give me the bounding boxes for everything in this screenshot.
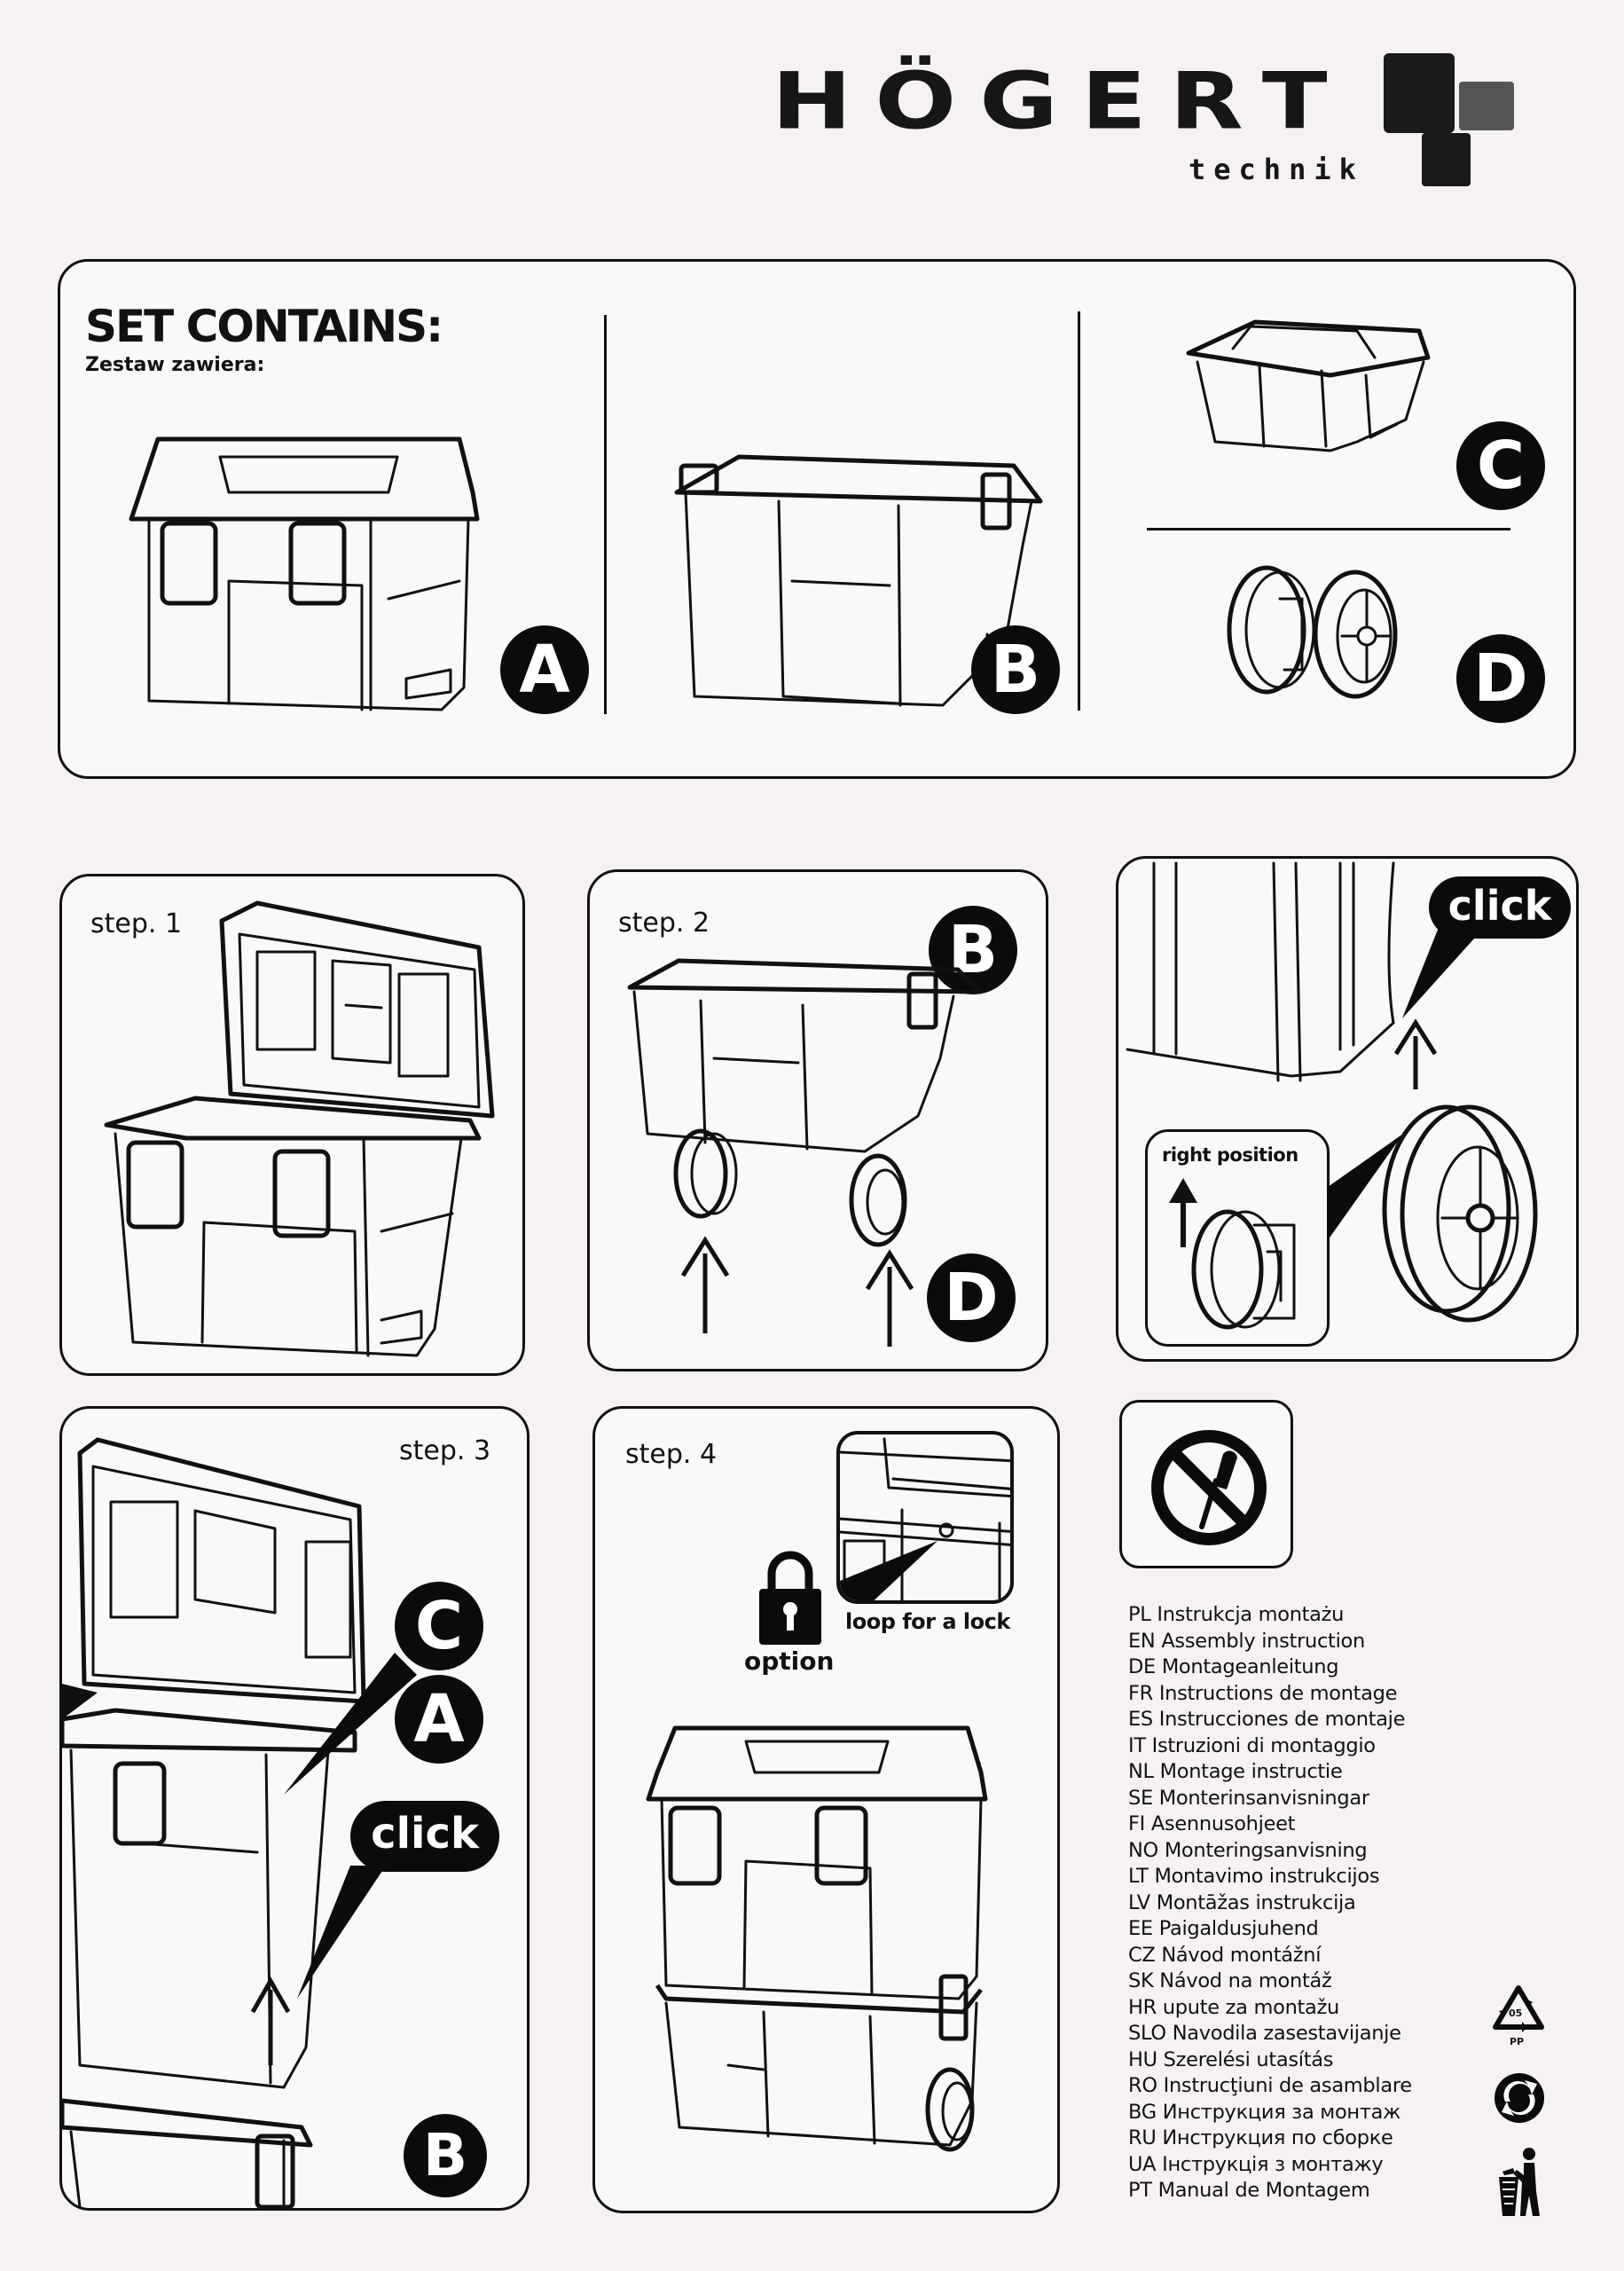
language-item: ES Instrucciones de montaje (1128, 1708, 1406, 1731)
part-badge-b: B (971, 625, 1060, 714)
wheels-d-illustration (1227, 565, 1398, 699)
lock-loop-detail (836, 1431, 1014, 1604)
open-toolbox-illustration (104, 900, 495, 1357)
part-badge-d: D (1456, 634, 1545, 723)
recycle-code: 05 (1509, 2008, 1523, 2019)
no-tools-icon (1151, 1430, 1267, 1545)
language-item: EE Paigaldusjuhend (1128, 1917, 1319, 1940)
language-item: FR Instructions de montage (1128, 1681, 1398, 1705)
divider (1078, 311, 1080, 711)
step-4-panel: step. 4 option loop for a lock (592, 1406, 1060, 2213)
arrow-up-icon (865, 1249, 914, 1347)
language-item: HR upute za montažu (1128, 1995, 1340, 2019)
right-position-inset: right position (1145, 1129, 1330, 1347)
part-badge-a: A (500, 625, 589, 714)
step-3-label: step. 3 (399, 1435, 491, 1466)
assembly-illustration (59, 1437, 366, 2210)
language-item: NO Monteringsanvisning (1128, 1838, 1368, 1862)
language-item: SE Monterinsanvisningar (1128, 1786, 1369, 1810)
step-3-badge-c: C (395, 1582, 483, 1670)
language-list: PL Instrukcja montażu EN Assembly instru… (1128, 1602, 1465, 2204)
brand-subtitle: technik (1189, 153, 1364, 186)
right-position-label: right position (1162, 1144, 1298, 1166)
language-item: PL Instrukcja montażu (1128, 1603, 1345, 1626)
brand-logo: HÖGERT technik (772, 53, 1570, 195)
step-2-label: step. 2 (618, 908, 710, 939)
language-item: RU Инструкция по сборке (1128, 2126, 1393, 2149)
assembled-toolbox-illustration (646, 1725, 988, 2152)
wheeled-base-b-illustration (674, 454, 1043, 707)
language-item: PT Manual de Montagem (1128, 2179, 1370, 2202)
step-1-panel: step. 1 (59, 874, 525, 1376)
arrow-up-icon (250, 1976, 291, 2065)
callout-pointer (297, 1866, 386, 1999)
step-4-label: step. 4 (625, 1439, 718, 1470)
arrow-up-icon (1169, 1178, 1197, 1247)
wheel-illustration (1382, 1104, 1538, 1323)
language-item: BG Инструкция за монтаж (1128, 2100, 1401, 2124)
wheel-side-illustration (1191, 1209, 1296, 1330)
click-callout: click (1429, 876, 1571, 939)
step-2-badge-d: D (927, 1253, 1016, 1342)
language-item: IT Istruzioni di montaggio (1128, 1733, 1376, 1757)
language-item: FI Asennusohjeet (1128, 1812, 1296, 1835)
language-item: NL Montage instructie (1128, 1760, 1343, 1783)
inner-tray-c-illustration (1186, 319, 1431, 452)
set-contains-subtitle: Zestaw zawiera: (85, 354, 265, 376)
inset-pointer (1328, 1134, 1403, 1240)
logo-squares-icon (1384, 53, 1534, 186)
callout-pointer (1402, 930, 1482, 1018)
step-2-panel: step. 2 B D (587, 869, 1048, 1371)
brand-name: HÖGERT (772, 56, 1351, 147)
base-closeup-illustration (1126, 861, 1395, 1082)
loop-for-lock-label: loop for a lock (845, 1609, 1010, 1634)
language-item: LT Montavimo instrukcijos (1128, 1865, 1380, 1888)
language-item: EN Assembly instruction (1128, 1629, 1365, 1653)
part-badge-c: C (1456, 421, 1545, 510)
step-3-panel: step. 3 C A click B (59, 1406, 530, 2211)
divider (604, 315, 607, 714)
language-item: LV Montāžas instrukcija (1128, 1890, 1356, 1914)
step-3-badge-b: B (404, 2114, 487, 2197)
arrow-up-icon (680, 1236, 730, 1333)
recycle-material: PP (1510, 2036, 1525, 2047)
set-contains-title: SET CONTAINS: (85, 301, 443, 352)
click-callout: click (350, 1801, 499, 1872)
language-item: SLO Navodila zasestavijanje (1128, 2022, 1401, 2045)
lock-loop-illustration (840, 1437, 1010, 1600)
callout-pointer (284, 1653, 417, 1795)
set-contains-panel: SET CONTAINS: Zestaw zawiera: A B C (58, 259, 1576, 779)
no-tools-panel (1119, 1400, 1293, 1568)
language-item: HU Szerelési utasítás (1128, 2047, 1334, 2071)
step-3-badge-a: A (395, 1675, 483, 1764)
arrow-up-icon (1393, 1018, 1438, 1089)
padlock-icon (759, 1551, 821, 1645)
green-dot-icon (1495, 2073, 1544, 2123)
step-2-badge-b: B (929, 906, 1017, 994)
base-with-wheels-illustration (627, 958, 983, 1247)
language-item: CZ Návod montážní (1128, 1943, 1322, 1967)
language-item: RO Instrucţiuni de asamblare (1128, 2074, 1412, 2097)
toolbox-a-illustration (129, 436, 480, 711)
language-item: SK Návod na montáž (1128, 1969, 1332, 1992)
wheel-click-panel: click right position (1116, 856, 1579, 1362)
language-item: DE Montageanleitung (1128, 1655, 1339, 1678)
option-label: option (744, 1646, 835, 1676)
step-1-label: step. 1 (90, 908, 183, 939)
language-item: UA Інструкція з монтажу (1128, 2152, 1384, 2176)
divider (1147, 528, 1510, 530)
tidyman-icon (1499, 2148, 1540, 2216)
recycle-pp-icon: 05 PP (1490, 1983, 1547, 2054)
